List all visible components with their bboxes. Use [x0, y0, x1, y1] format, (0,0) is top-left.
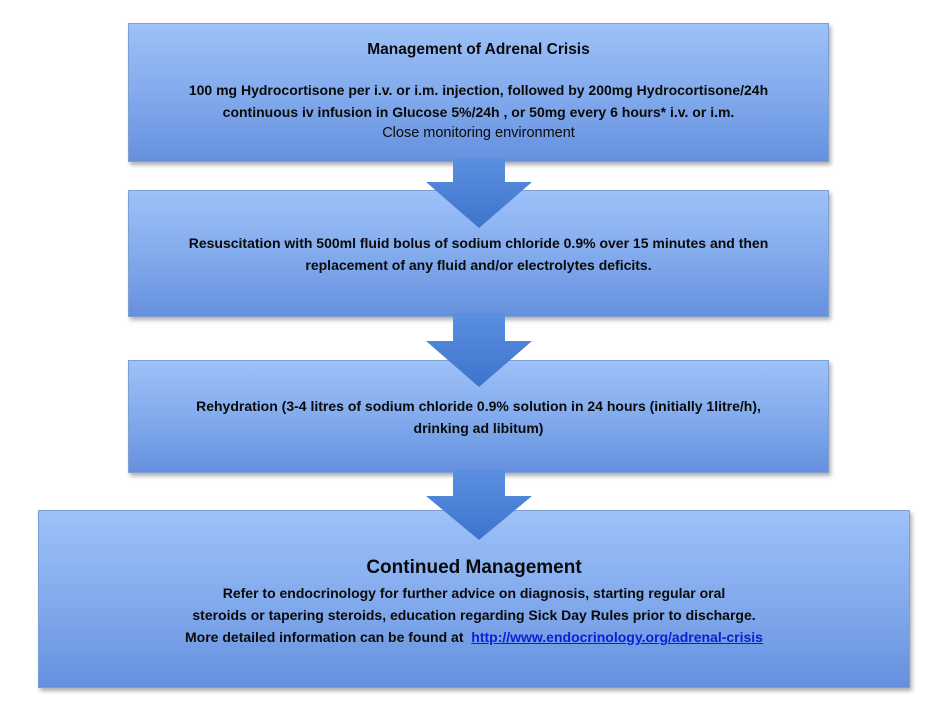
step2-line-1: Resuscitation with 500ml fluid bolus of … [188, 234, 769, 251]
down-arrow-icon [426, 158, 532, 228]
step4-line-3-prefix: More detailed information can be found a… [185, 629, 468, 645]
adrenal-crisis-link[interactable]: http://www.endocrinology.org/adrenal-cri… [471, 629, 763, 645]
step-title-management: Management of Adrenal Crisis [367, 41, 590, 58]
step-title-continued-management: Continued Management [366, 557, 582, 578]
step4-line-2: steroids or tapering steroids, education… [192, 607, 756, 623]
step3-line-2: drinking ad libitum) [413, 419, 544, 436]
step4-line-3: More detailed information can be found a… [185, 626, 763, 648]
step3-line-1: Rehydration (3-4 litres of sodium chlori… [196, 397, 761, 414]
step2-line-2: replacement of any fluid and/or electrol… [305, 256, 652, 273]
step1-line-2: continuous iv infusion in Glucose 5%/24h… [222, 104, 735, 120]
step-box-management: Management of Adrenal Crisis 100 mg Hydr… [128, 23, 829, 162]
step1-line-1: 100 mg Hydrocortisone per i.v. or i.m. i… [188, 82, 769, 98]
down-arrow-icon [426, 470, 532, 540]
step4-line-1: Refer to endocrinology for further advic… [222, 585, 726, 601]
down-arrow-icon [426, 313, 532, 387]
step-box-continued-management: Continued Management Refer to endocrinol… [38, 510, 910, 688]
step1-line-3: Close monitoring environment [382, 125, 575, 141]
